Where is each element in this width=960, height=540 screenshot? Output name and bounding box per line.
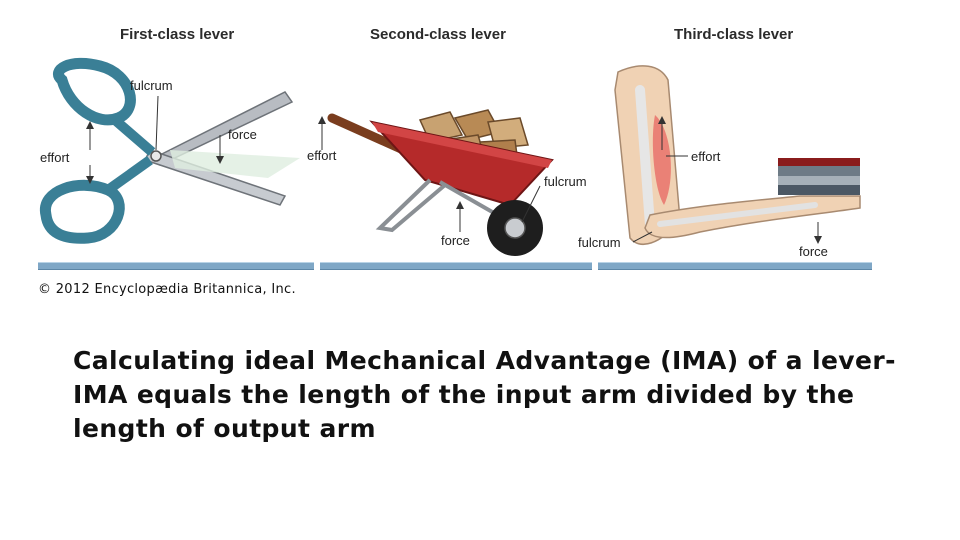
ground-bar-third [598,262,872,270]
scissors-illustration [40,57,300,244]
arm-illustration [614,65,861,245]
third-lever-fulcrum-label: fulcrum [578,235,621,250]
first-lever-effort-label: effort [40,150,70,165]
ima-caption: Calculating ideal Mechanical Advantage (… [73,346,896,443]
third-lever-effort-label: effort [691,149,721,164]
first-class-lever-title: First-class lever [120,26,235,43]
second-lever-effort-label: effort [307,148,337,163]
third-class-lever-title: Third-class lever [674,26,794,43]
ground-bar-second [320,262,592,270]
ground-bar-first [38,262,314,270]
second-lever-force-label: force [441,233,470,248]
first-lever-force-label: force [228,127,257,142]
copyright-text: © 2012 Encyclopædia Britannica, Inc. [38,282,296,297]
second-lever-fulcrum-label: fulcrum [544,174,587,189]
third-lever-force-label: force [799,244,828,259]
wheelbarrow-illustration [318,109,554,256]
second-class-lever-title: Second-class lever [370,26,506,43]
first-lever-fulcrum-label: fulcrum [130,78,173,93]
